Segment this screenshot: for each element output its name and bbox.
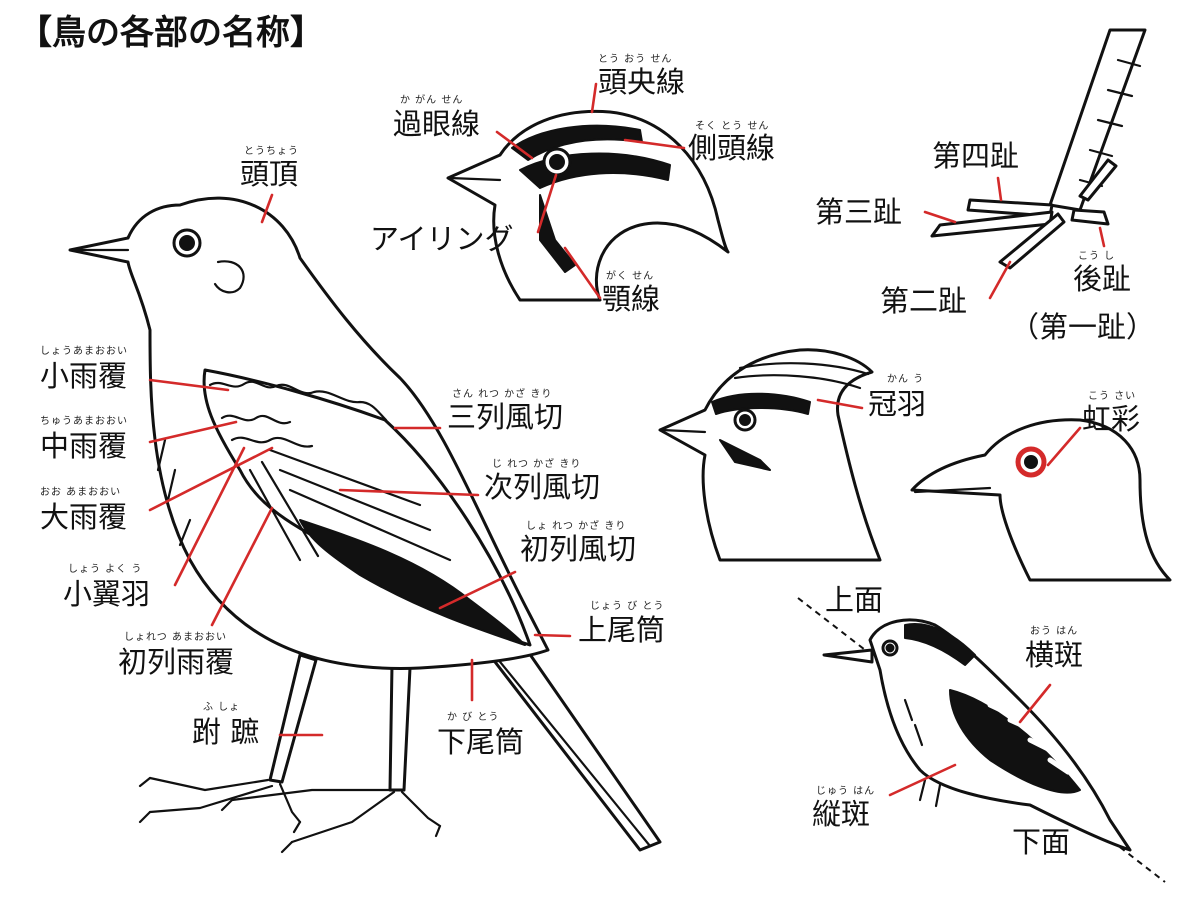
main-bird-drawing xyxy=(68,196,662,854)
label-eye-stripe: 過眼線 xyxy=(393,107,481,141)
ruby-head-crown: とうちょう xyxy=(244,146,299,157)
label-secondaries: 次列風切 xyxy=(484,470,601,504)
ruby-median-coverts: ちゅうあまおおい xyxy=(40,416,128,427)
ruby-lateral-stripe: そく とう せん xyxy=(695,121,770,132)
woodpecker-drawing xyxy=(797,597,1166,883)
label-upper-side: 上面 xyxy=(825,583,884,617)
label-barring: 横斑 xyxy=(1025,638,1084,672)
ruby-undertail-coverts: か び とう xyxy=(447,712,500,723)
ruby-secondaries: じ れつ かざ きり xyxy=(492,459,582,470)
ruby-tertials: さん れつ かざ きり xyxy=(452,389,553,400)
dove-head-drawing xyxy=(910,418,1172,582)
label-primaries: 初列風切 xyxy=(520,532,637,566)
ruby-alula: しょう よく う xyxy=(68,564,143,575)
label-malar-stripe: 顎線 xyxy=(602,282,661,316)
label-head-crown: 頭頂 xyxy=(240,157,299,191)
label-median-coverts: 中雨覆 xyxy=(40,429,128,463)
diagram-title: 【鳥の各部の名称】 xyxy=(18,13,324,53)
ruby-crest: かん う xyxy=(887,374,925,385)
label-second-toe: 第二趾 xyxy=(880,284,968,318)
label-primary-coverts: 初列雨覆 xyxy=(118,645,235,679)
label-median-stripe: 頭央線 xyxy=(598,65,686,99)
ruby-uppertail-coverts: じょう び とう xyxy=(590,601,665,612)
striped-head-drawing xyxy=(446,109,730,302)
label-lesser-coverts: 小雨覆 xyxy=(40,359,128,393)
ruby-greater-coverts: おお あまおおい xyxy=(40,487,122,498)
label-lateral-stripe: 側頭線 xyxy=(688,131,776,165)
foot-drawing xyxy=(930,28,1147,270)
leader-lines xyxy=(148,82,1106,797)
label-undertail-coverts: 下尾筒 xyxy=(437,725,525,759)
label-fourth-toe: 第四趾 xyxy=(932,139,1020,173)
label-under-side: 下面 xyxy=(1012,825,1071,859)
label-iris: 虹彩 xyxy=(1082,402,1141,436)
label-tertials: 三列風切 xyxy=(447,400,564,434)
label-tarsus: 跗 蹠 xyxy=(192,715,260,749)
ruby-lesser-coverts: しょうあまおおい xyxy=(40,346,128,357)
ruby-hind-toe: こう し xyxy=(1078,251,1116,262)
ruby-iris: こう さい xyxy=(1088,391,1137,402)
label-greater-coverts: 大雨覆 xyxy=(40,500,128,534)
ruby-streaks: じゅう はん xyxy=(816,786,876,797)
label-eye-ring: アイリング xyxy=(370,222,514,256)
ruby-primaries: しょ れつ かざ きり xyxy=(526,521,627,532)
label-streaks: 縦斑 xyxy=(812,797,871,831)
crested-head-drawing xyxy=(658,348,882,562)
ruby-primary-coverts: しょれつ あまおおい xyxy=(124,632,227,643)
label-third-toe: 第三趾 xyxy=(815,195,903,229)
label-hind-toe-alt: （第一趾） xyxy=(1010,310,1156,344)
ruby-eye-stripe: か がん せん xyxy=(400,95,464,106)
ruby-median-stripe: とう おう せん xyxy=(598,54,673,65)
label-crest: 冠羽 xyxy=(868,387,927,421)
label-hind-toe: 後趾 xyxy=(1073,262,1132,296)
ruby-tarsus: ふ しょ xyxy=(203,702,241,713)
ruby-barring: おう はん xyxy=(1030,626,1079,637)
label-alula: 小翼羽 xyxy=(63,577,151,611)
ruby-malar-stripe: がく せん xyxy=(606,271,655,282)
label-uppertail-coverts: 上尾筒 xyxy=(578,613,666,647)
